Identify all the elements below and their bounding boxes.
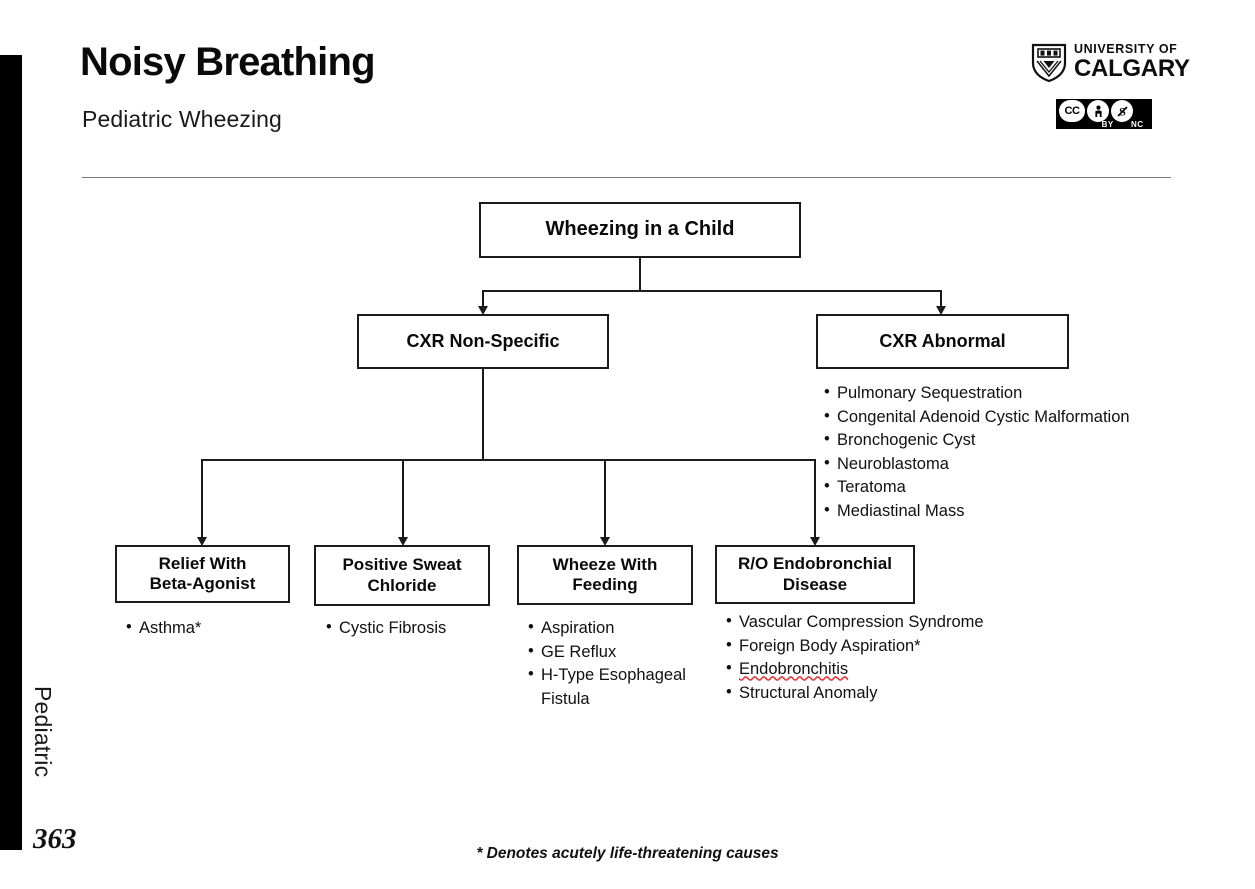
positive-sweat-chloride-list: Cystic Fibrosis bbox=[326, 616, 501, 641]
connector-root-bus bbox=[482, 290, 942, 292]
flowchart-node-wheeze-with-feeding: Wheeze With Feeding bbox=[517, 545, 693, 605]
page-title: Noisy Breathing bbox=[80, 40, 376, 84]
left-accent-bar bbox=[0, 55, 22, 850]
cc-nc-label: NC bbox=[1130, 120, 1144, 129]
list-item: Structural Anomaly bbox=[726, 681, 1026, 706]
list-item: GE Reflux bbox=[528, 640, 703, 665]
relief-with-beta-agonist-items: Asthma* bbox=[126, 616, 296, 641]
cc-by-person-icon bbox=[1087, 100, 1109, 122]
university-name-line1: UNIVERSITY OF bbox=[1074, 42, 1178, 57]
creative-commons-badge: CC S BY NC bbox=[1056, 99, 1152, 129]
connector-to-wheeze-with-feeding bbox=[604, 459, 606, 542]
list-item: Neuroblastoma bbox=[824, 452, 1164, 477]
section-label: Pediatric bbox=[30, 686, 56, 778]
node-label-line2: Beta-Agonist bbox=[149, 574, 256, 593]
list-item: Teratoma bbox=[824, 475, 1164, 500]
cxr-abnormal-list: Pulmonary Sequestration Congenital Adeno… bbox=[824, 381, 1164, 524]
list-item: Cystic Fibrosis bbox=[326, 616, 501, 641]
flowchart-node-cxr-abnormal: CXR Abnormal bbox=[816, 314, 1069, 369]
university-wordmark: UNIVERSITY OF CALGARY bbox=[1074, 43, 1190, 81]
node-label-line2: Feeding bbox=[572, 575, 638, 594]
relief-with-beta-agonist-list: Asthma* bbox=[126, 616, 296, 641]
list-item: Vascular Compression Syndrome bbox=[726, 610, 1026, 635]
university-logo: UNIVERSITY OF CALGARY bbox=[1031, 42, 1190, 82]
cc-by-label: BY bbox=[1101, 120, 1114, 129]
connector-level3-bus bbox=[201, 459, 815, 461]
node-label: Wheezing in a Child bbox=[545, 218, 735, 241]
wheeze-with-feeding-list: Aspiration GE Reflux H-Type Esophageal F… bbox=[528, 616, 703, 711]
flowchart-node-cxr-non-specific: CXR Non-Specific bbox=[357, 314, 609, 369]
arrow-to-relief-with-beta-agonist bbox=[197, 537, 207, 546]
flowchart-node-ro-endobronchial-disease: R/O Endobronchial Disease bbox=[715, 545, 915, 604]
list-item: Mediastinal Mass bbox=[824, 499, 1164, 524]
list-item: Asthma* bbox=[126, 616, 296, 641]
cxr-abnormal-items: Pulmonary Sequestration Congenital Adeno… bbox=[824, 381, 1164, 524]
list-item: Endobronchitis bbox=[726, 657, 1026, 682]
header-divider bbox=[82, 177, 1171, 178]
list-item: H-Type Esophageal Fistula bbox=[528, 663, 703, 711]
cc-icon-group: CC S bbox=[1056, 100, 1133, 122]
arrow-to-cxr-abnormal bbox=[936, 306, 946, 315]
list-item: Pulmonary Sequestration bbox=[824, 381, 1164, 406]
misspelled-word: Endobronchitis bbox=[739, 660, 849, 679]
node-label: CXR Non-Specific bbox=[406, 330, 560, 351]
flowchart-node-positive-sweat-chloride: Positive Sweat Chloride bbox=[314, 545, 490, 606]
cc-logo-icon: CC bbox=[1059, 100, 1085, 122]
page-number: 363 bbox=[33, 823, 77, 855]
node-label-line1: R/O Endobronchial bbox=[738, 554, 892, 574]
wheeze-with-feeding-items: Aspiration GE Reflux H-Type Esophageal F… bbox=[528, 616, 703, 711]
arrow-to-ro-endobronchial-disease bbox=[810, 537, 820, 546]
arrow-to-positive-sweat-chloride bbox=[398, 537, 408, 546]
connector-to-positive-sweat-chloride bbox=[402, 459, 404, 542]
ro-endobronchial-disease-items: Vascular Compression Syndrome Foreign Bo… bbox=[726, 610, 1026, 706]
node-label-line1: Positive Sweat bbox=[342, 555, 462, 575]
ro-endobronchial-disease-list: Vascular Compression Syndrome Foreign Bo… bbox=[726, 610, 1026, 706]
cc-license-labels: BY NC bbox=[1056, 120, 1152, 129]
list-item: Foreign Body Aspiration* bbox=[726, 634, 1026, 659]
arrow-to-cxr-non-specific bbox=[478, 306, 488, 315]
positive-sweat-chloride-items: Cystic Fibrosis bbox=[326, 616, 501, 641]
node-label-line2: Chloride bbox=[367, 575, 437, 595]
cc-label-spacer bbox=[1056, 120, 1093, 129]
node-label-line2: Disease bbox=[782, 574, 848, 594]
list-item: Bronchogenic Cyst bbox=[824, 428, 1164, 453]
arrow-to-wheeze-with-feeding bbox=[600, 537, 610, 546]
connector-to-cxr-non-specific bbox=[482, 290, 484, 311]
connector-to-ro-endobronchial-disease bbox=[814, 459, 816, 542]
footnote: * Denotes acutely life-threatening cause… bbox=[476, 845, 779, 862]
list-item: Congenital Adenoid Cystic Malformation bbox=[824, 405, 1164, 430]
connector-cxr-stem bbox=[482, 369, 484, 461]
node-label-line1: Wheeze With bbox=[552, 554, 658, 574]
cc-nc-nocommercial-icon: S bbox=[1111, 100, 1133, 122]
node-label: CXR Abnormal bbox=[879, 330, 1006, 351]
university-name-line2: CALGARY bbox=[1074, 54, 1190, 82]
connector-to-cxr-abnormal bbox=[940, 290, 942, 311]
list-item: Aspiration bbox=[528, 616, 703, 641]
university-crest-icon bbox=[1031, 43, 1067, 82]
node-label-line1: Relief With bbox=[158, 553, 247, 573]
flowchart-node-relief-with-beta-agonist: Relief With Beta-Agonist bbox=[115, 545, 290, 603]
connector-to-relief-with-beta-agonist bbox=[201, 459, 203, 542]
flowchart-node-wheezing-in-a-child: Wheezing in a Child bbox=[479, 202, 801, 258]
page-subtitle: Pediatric Wheezing bbox=[82, 106, 282, 132]
connector-root-stem bbox=[639, 258, 641, 291]
